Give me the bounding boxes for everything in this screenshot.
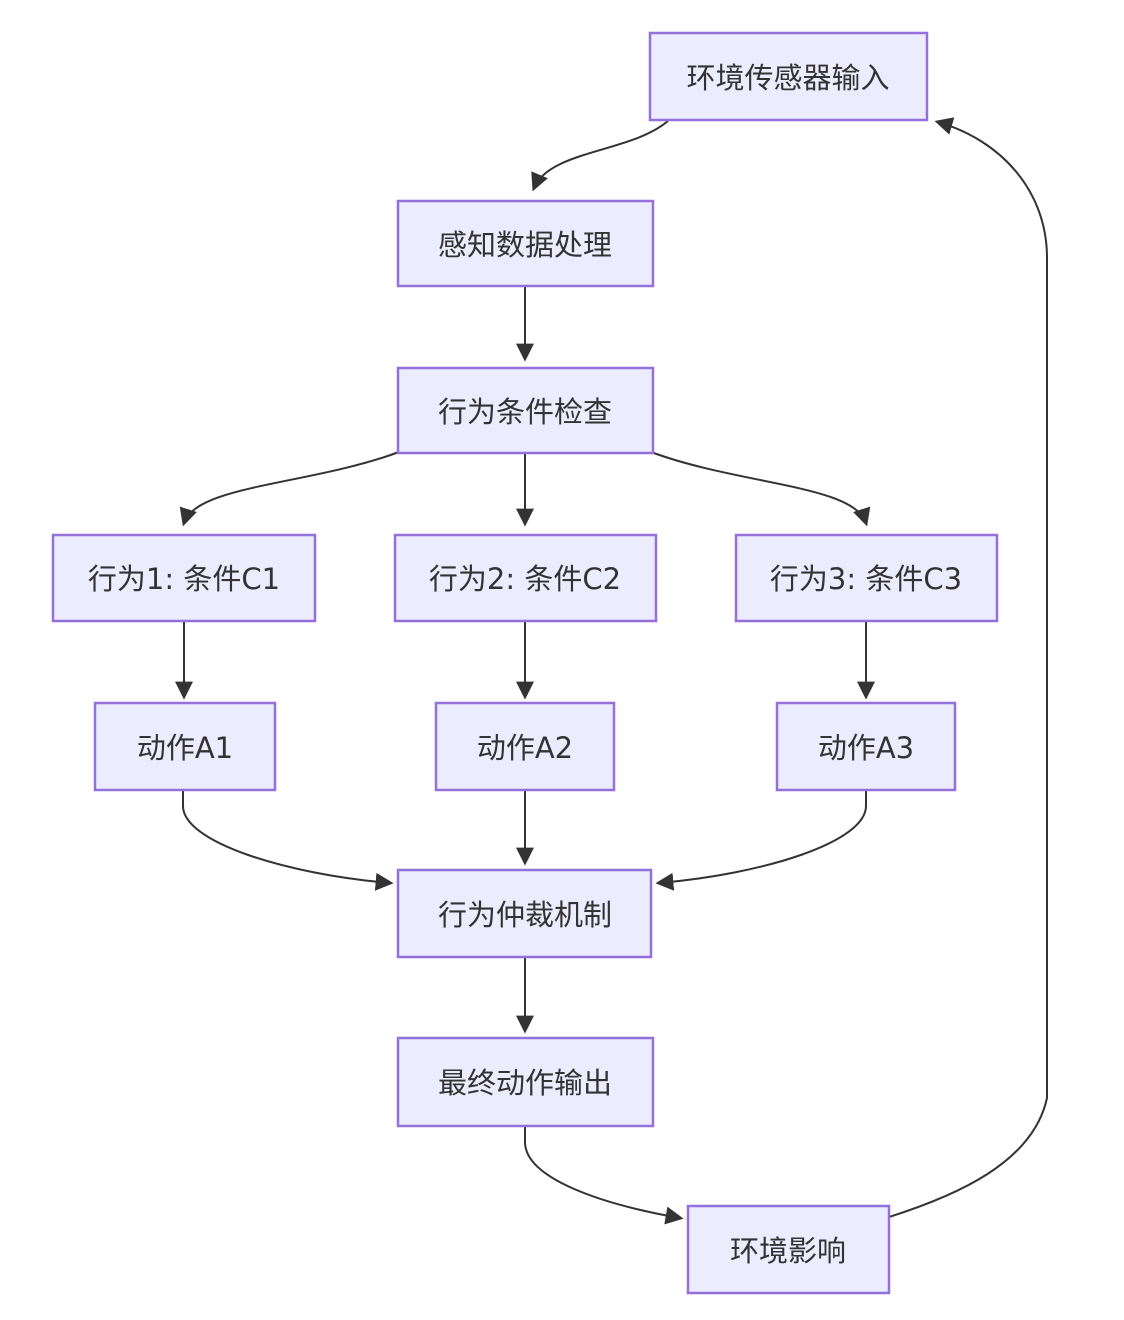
node-final-output: 最终动作输出 xyxy=(396,1036,655,1128)
node-condition-check-box xyxy=(396,366,655,455)
node-arbitration-label: 行为仲裁机制 xyxy=(438,898,612,932)
node-arbitration-box xyxy=(396,868,653,959)
node-behavior3-label: 行为3: 条件C3 xyxy=(770,562,962,596)
node-perception-box xyxy=(396,199,655,288)
edge-action3-to-arbitration xyxy=(655,790,867,891)
node-env-effect-box xyxy=(686,1204,891,1295)
node-behavior2-box xyxy=(393,533,658,623)
node-behavior1-label: 行为1: 条件C1 xyxy=(88,562,280,596)
edge-condition-check-to-behavior3 xyxy=(650,451,871,527)
node-action1-box xyxy=(93,701,277,792)
node-perception-label: 感知数据处理 xyxy=(438,228,612,262)
edge-final-output-to-env-effect xyxy=(524,1126,684,1225)
node-final-output-box xyxy=(396,1036,655,1128)
node-env-sensor-input: 环境传感器输入 xyxy=(648,31,929,122)
edge-env-input-to-perception xyxy=(531,120,669,192)
node-action3-label: 动作A3 xyxy=(818,731,914,765)
node-final-output-label: 最终动作输出 xyxy=(438,1066,612,1100)
node-action1: 动作A1 xyxy=(93,701,277,792)
node-action3: 动作A3 xyxy=(775,701,957,792)
node-behavior1: 行为1: 条件C1 xyxy=(51,533,317,623)
node-action1-label: 动作A1 xyxy=(137,731,233,765)
edge-condition-check-to-behavior1 xyxy=(179,451,400,527)
node-env-effect-label: 环境影响 xyxy=(730,1234,846,1268)
edge-action1-to-arbitration xyxy=(182,790,394,891)
node-action3-box xyxy=(775,701,957,792)
node-condition-check-label: 行为条件检查 xyxy=(438,395,612,429)
node-perception: 感知数据处理 xyxy=(396,199,655,288)
node-env-sensor-input-box xyxy=(648,31,929,122)
node-env-sensor-input-label: 环境传感器输入 xyxy=(686,61,889,95)
node-arbitration: 行为仲裁机制 xyxy=(396,868,653,959)
node-behavior3-box xyxy=(734,533,999,623)
node-action2: 动作A2 xyxy=(434,701,616,792)
node-behavior3: 行为3: 条件C3 xyxy=(734,533,999,623)
node-condition-check: 行为条件检查 xyxy=(396,366,655,455)
edge-layer xyxy=(175,117,1048,1225)
node-behavior1-box xyxy=(51,533,317,623)
node-behavior2-label: 行为2: 条件C2 xyxy=(429,562,621,596)
node-env-effect: 环境影响 xyxy=(686,1204,891,1295)
edge-env-effect-to-env-input xyxy=(888,117,1048,1218)
node-behavior2: 行为2: 条件C2 xyxy=(393,533,658,623)
node-action2-label: 动作A2 xyxy=(477,731,573,765)
node-action2-box xyxy=(434,701,616,792)
